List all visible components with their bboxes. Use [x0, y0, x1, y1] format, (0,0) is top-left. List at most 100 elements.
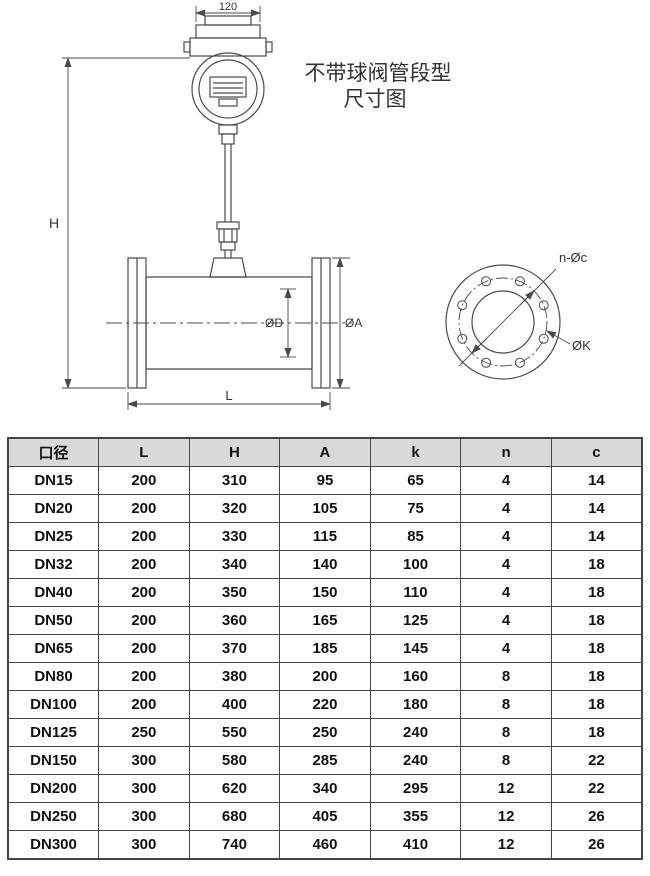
bolt-circle: [458, 277, 548, 367]
value-cell: 250: [98, 718, 190, 747]
diameter-cell: DN250: [7, 802, 100, 831]
value-cell: 4: [460, 466, 552, 495]
value-cell: 320: [188, 494, 281, 523]
value-cell: 330: [188, 522, 281, 551]
value-cell: 95: [279, 466, 371, 495]
value-cell: 105: [279, 494, 371, 523]
value-cell: 110: [369, 578, 462, 607]
value-cell: 18: [550, 606, 643, 635]
value-cell: 350: [188, 578, 281, 607]
header-diameter: 口径: [7, 437, 100, 467]
value-cell: 12: [460, 802, 552, 831]
value-cell: 200: [98, 606, 190, 635]
value-cell: 125: [369, 606, 462, 635]
diameter-cell: DN300: [7, 830, 100, 860]
display-window: [209, 76, 247, 107]
value-cell: 300: [98, 746, 190, 775]
value-cell: 4: [460, 522, 552, 551]
value-cell: 410: [369, 830, 462, 860]
value-cell: 85: [369, 522, 462, 551]
value-cell: 4: [460, 634, 552, 663]
value-cell: 295: [369, 774, 462, 803]
value-cell: 340: [279, 774, 371, 803]
flange-end-view: [445, 264, 571, 380]
dimension-length: [127, 392, 331, 410]
value-cell: 18: [550, 578, 643, 607]
value-cell: 18: [550, 662, 643, 691]
bolt-holes: [457, 276, 549, 368]
value-cell: 240: [369, 718, 462, 747]
transmitter-head: [183, 15, 273, 126]
diameter-cell: DN20: [7, 494, 100, 523]
dim-label-l: L: [225, 388, 232, 403]
value-cell: 340: [188, 550, 281, 579]
value-cell: 240: [369, 746, 462, 775]
dim-label-flange-od: ØA: [345, 316, 362, 330]
value-cell: 250: [279, 718, 371, 747]
value-cell: 355: [369, 802, 462, 831]
header-k: k: [369, 437, 462, 467]
header-a: A: [279, 437, 371, 467]
value-cell: 200: [98, 550, 190, 579]
value-cell: 220: [279, 690, 371, 719]
value-cell: 75: [369, 494, 462, 523]
drawing-svg: 120 H ØD: [49, 1, 591, 410]
value-cell: 160: [369, 662, 462, 691]
diameter-cell: DN40: [7, 578, 100, 607]
value-cell: 300: [98, 802, 190, 831]
diameter-cell: DN25: [7, 522, 100, 551]
value-cell: 18: [550, 550, 643, 579]
diameter-cell: DN50: [7, 606, 100, 635]
technical-drawing: 120 H ØD: [0, 0, 650, 437]
value-cell: 200: [98, 634, 190, 663]
value-cell: 4: [460, 606, 552, 635]
value-cell: 180: [369, 690, 462, 719]
value-cell: 405: [279, 802, 371, 831]
header-l: L: [98, 437, 190, 467]
value-cell: 150: [279, 578, 371, 607]
value-cell: 200: [98, 466, 190, 495]
header-row: 口径 L H A k n c: [7, 437, 643, 467]
dimension-top-width: [195, 6, 261, 22]
value-cell: 14: [550, 494, 643, 523]
value-cell: 620: [188, 774, 281, 803]
value-cell: 680: [188, 802, 281, 831]
flange-outer-circle: [445, 264, 561, 380]
value-cell: 200: [98, 522, 190, 551]
value-cell: 185: [279, 634, 371, 663]
value-cell: 18: [550, 690, 643, 719]
end-view-leaders: [458, 268, 571, 367]
value-cell: 12: [460, 830, 552, 860]
dimension-bore: [280, 288, 296, 358]
diameter-cell: DN125: [7, 718, 100, 747]
value-cell: 200: [98, 690, 190, 719]
value-cell: 140: [279, 550, 371, 579]
dimension-height: [62, 57, 190, 389]
value-cell: 200: [98, 578, 190, 607]
value-cell: 22: [550, 746, 643, 775]
value-cell: 100: [369, 550, 462, 579]
header-c: c: [550, 437, 643, 467]
diameter-cell: DN15: [7, 466, 100, 495]
value-cell: 380: [188, 662, 281, 691]
value-cell: 145: [369, 634, 462, 663]
value-cell: 115: [279, 522, 371, 551]
bolt-circle-label: ØK: [572, 338, 591, 353]
value-cell: 740: [188, 830, 281, 860]
value-cell: 360: [188, 606, 281, 635]
value-cell: 14: [550, 466, 643, 495]
value-cell: 26: [550, 830, 643, 860]
flange-bore-circle: [471, 290, 535, 354]
value-cell: 400: [188, 690, 281, 719]
